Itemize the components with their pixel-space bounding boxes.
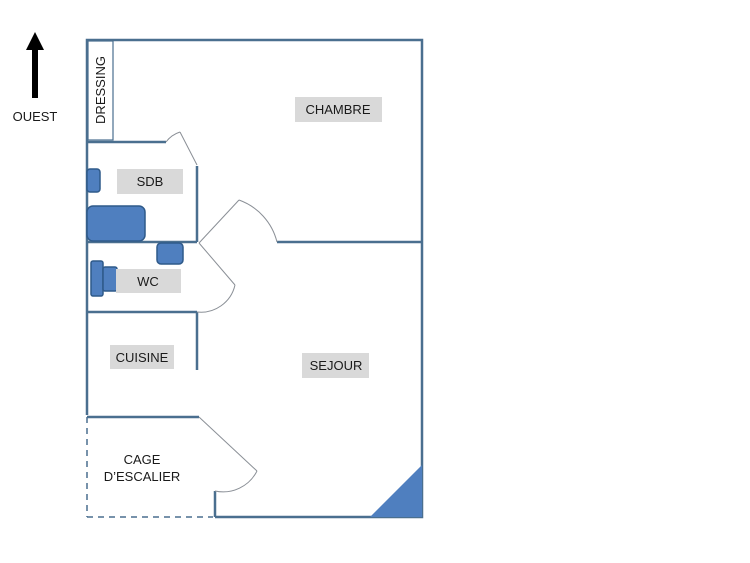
chambre-door	[198, 199, 278, 244]
sdb-door	[165, 131, 198, 166]
label-bg-sdb	[117, 169, 183, 194]
room-label-cage-line1: CAGE	[124, 452, 161, 467]
dressing-closet	[87, 40, 114, 141]
wc-sink-fixture	[156, 242, 184, 265]
compass-label: OUEST	[13, 109, 58, 124]
corner-triangle	[370, 465, 422, 517]
sdb-walls	[87, 140, 199, 244]
label-bg-wc	[116, 269, 181, 293]
room-label-chambre: CHAMBRE	[305, 102, 370, 117]
label-bg-chambre	[295, 97, 382, 122]
toilet-tank-fixture	[90, 260, 104, 297]
arrow-up-icon	[26, 32, 44, 98]
toilet-bowl-fixture	[102, 266, 118, 292]
room-label-sdb: SDB	[137, 174, 164, 189]
label-bg-sejour	[302, 353, 369, 378]
cage-door	[198, 416, 258, 493]
room-label-dressing: DRESSING	[93, 56, 108, 124]
bathtub-fixture	[86, 205, 146, 242]
wc-door	[196, 242, 236, 313]
room-label-cage-line2: D’ESCALIER	[104, 469, 181, 484]
stair-boundary	[86, 417, 213, 518]
room-label-sejour: SEJOUR	[310, 358, 363, 373]
room-label-cuisine: CUISINE	[116, 350, 169, 365]
room-label-wc: WC	[137, 274, 159, 289]
label-bg-cuisine	[110, 345, 174, 369]
sink-fixture	[86, 168, 101, 193]
outer-walls	[85, 38, 424, 519]
